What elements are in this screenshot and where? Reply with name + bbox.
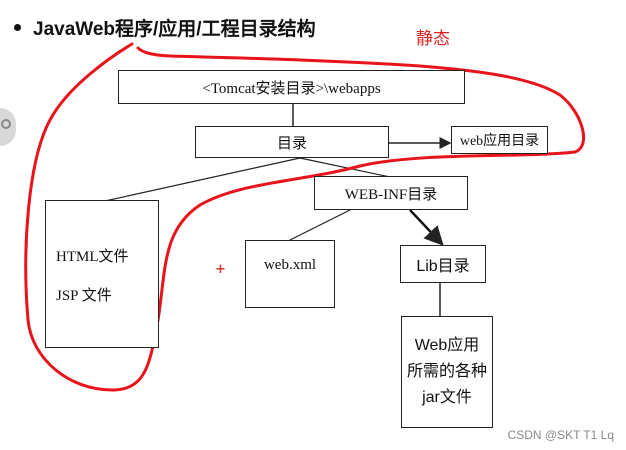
jar-line-1: Web应用 — [414, 337, 480, 354]
tomcat-webapps-label: <Tomcat安装目录>\webapps — [202, 80, 381, 97]
csdn-watermark: CSDN @SKT T1 Lq — [507, 428, 614, 442]
connector-webinf-webxml — [289, 209, 351, 241]
red-plus-marker: + — [215, 262, 226, 277]
directory-box: 目录 — [195, 126, 389, 158]
connector-webinf-lib — [409, 209, 444, 246]
title-text: JavaWeb程序/应用/工程目录结构 — [33, 19, 316, 40]
web-xml-label: web.xml — [263, 257, 317, 273]
lib-directory-box: Lib目录 — [400, 245, 486, 283]
page-title: JavaWeb程序/应用/工程目录结构 — [14, 14, 316, 41]
tomcat-webapps-box: <Tomcat安装目录>\webapps — [118, 70, 465, 104]
web-xml-box: web.xml — [245, 240, 335, 308]
jsp-file-label: JSP 文件 — [56, 288, 112, 304]
lib-directory-label: Lib目录 — [416, 258, 470, 275]
html-file-label: HTML文件 — [56, 249, 129, 265]
jar-line-3: jar文件 — [422, 389, 472, 406]
web-inf-label: WEB-INF目录 — [344, 186, 438, 203]
directory-label: 目录 — [276, 135, 307, 152]
web-app-directory-label: web应用目录 — [459, 134, 540, 149]
html-jsp-files-box: HTML文件 JSP 文件 — [45, 200, 159, 348]
web-inf-box: WEB-INF目录 — [314, 176, 468, 210]
circle-icon — [1, 119, 11, 129]
jar-line-2: 所需的各种 — [406, 363, 487, 380]
red-highlight-loop — [24, 42, 585, 392]
bullet-icon — [14, 24, 21, 32]
connector-dir-webinf — [299, 157, 391, 178]
static-annotation: 静态 — [416, 29, 450, 49]
connector-dir-files — [104, 157, 301, 202]
web-app-directory-box: web应用目录 — [451, 126, 548, 154]
jar-files-box: Web应用 所需的各种 jar文件 — [401, 316, 493, 428]
